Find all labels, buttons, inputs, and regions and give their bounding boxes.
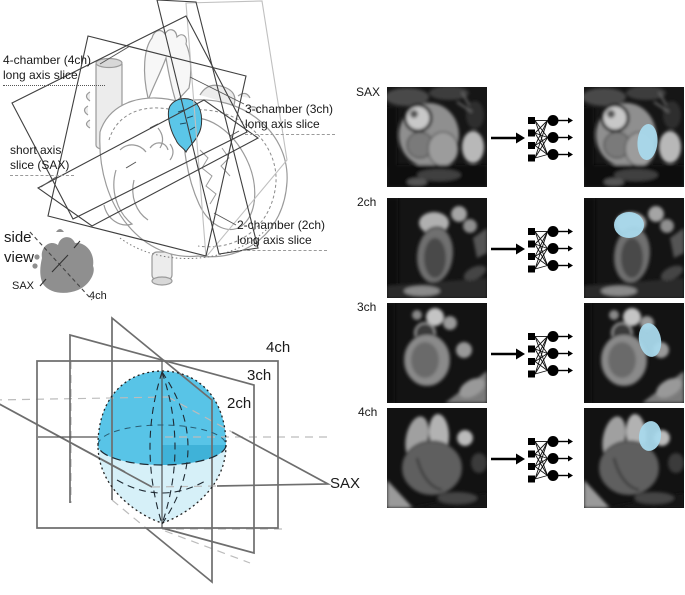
mri-input-image [387,408,487,508]
plane3d-4ch-label: 4ch [266,339,291,356]
arrow-icon [489,242,527,256]
plane3d-sax-label: SAX [330,475,361,492]
mri-input-image [385,303,488,403]
plane-3ch [47,35,247,257]
label-sax-line1: short axis [10,143,62,157]
label-4ch-line2: long axis slice [3,68,78,82]
side-view-line2: view [4,249,35,266]
plane-sax [36,99,260,227]
mri-output-image [582,198,685,298]
segmentation-overlay [614,212,644,238]
arrow-icon [489,347,527,361]
label-2ch-slice: 2-chamber (2ch)long axis slice [237,218,327,251]
label-2ch-line2: long axis slice [237,233,312,247]
row-label-2ch: 2ch [357,195,377,209]
segmentation-overlay [638,421,662,451]
plane3d-2ch-label: 2ch [227,395,252,412]
neural-network-icon [527,330,574,379]
neural-network-icon [527,114,574,163]
plane3d-sax [0,403,332,488]
label-3ch-line2: long axis slice [245,117,320,131]
pipeline-row-2ch [385,198,685,298]
ventricle-dotted-outline [97,370,227,524]
label-3ch-line1: 3-chamber (3ch) [245,102,334,116]
neural-network-icon [527,225,574,274]
label-2ch-line1: 2-chamber (2ch) [237,218,326,232]
mri-input-image [385,86,487,187]
pipeline-row-sax [385,86,684,187]
row-label-sax: SAX [356,85,381,99]
segmentation-overlay [637,124,658,160]
ventricle-cut-shadow [162,445,226,465]
axis-sax-line [39,240,81,287]
label-leaders [40,45,245,226]
segmentation-overlay [638,323,662,357]
side-view-4ch-label: 4ch [89,290,107,302]
label-3ch-slice: 3-chamber (3ch)long axis slice [245,102,335,135]
plane3d-3ch [69,333,255,555]
mri-output-image [582,303,685,403]
row-label-3ch: 3ch [357,300,377,314]
heart-silhouette [40,237,94,293]
arrow-icon [489,131,527,145]
label-4ch-line1: 4-chamber (4ch) [3,53,92,67]
hidden-lines [0,361,328,564]
label-4ch-slice: 4-chamber (4ch)long axis slice [3,53,105,86]
planes-3d [0,316,332,584]
plane3d-4ch [36,360,279,529]
pipeline-row-4ch [387,408,684,508]
ventricle-wireframe [97,370,227,525]
label-sax-line2: slice (SAX) [10,158,70,172]
heart-illustration [83,29,288,286]
side-view-label: side view [4,228,34,268]
pipeline-panel [385,86,685,508]
anatomy-panel [11,0,288,301]
side-view-figure [29,229,94,301]
neural-network-icon [527,435,574,484]
mri-output-image [582,86,684,187]
plane3d-2ch [111,316,213,584]
row-label-4ch: 4ch [358,405,378,419]
plane3d-3ch-label: 3ch [247,367,272,384]
axis-4ch-line [29,231,93,301]
pipeline-row-3ch [385,303,685,403]
slice-planes [11,0,288,259]
arrow-icon [489,452,527,466]
mri-input-image [385,198,488,298]
side-view-sax-label: SAX [12,280,35,292]
side-view-line1: side [4,229,32,246]
mri-output-image [584,408,684,508]
plane-diagram-3d [0,316,332,584]
